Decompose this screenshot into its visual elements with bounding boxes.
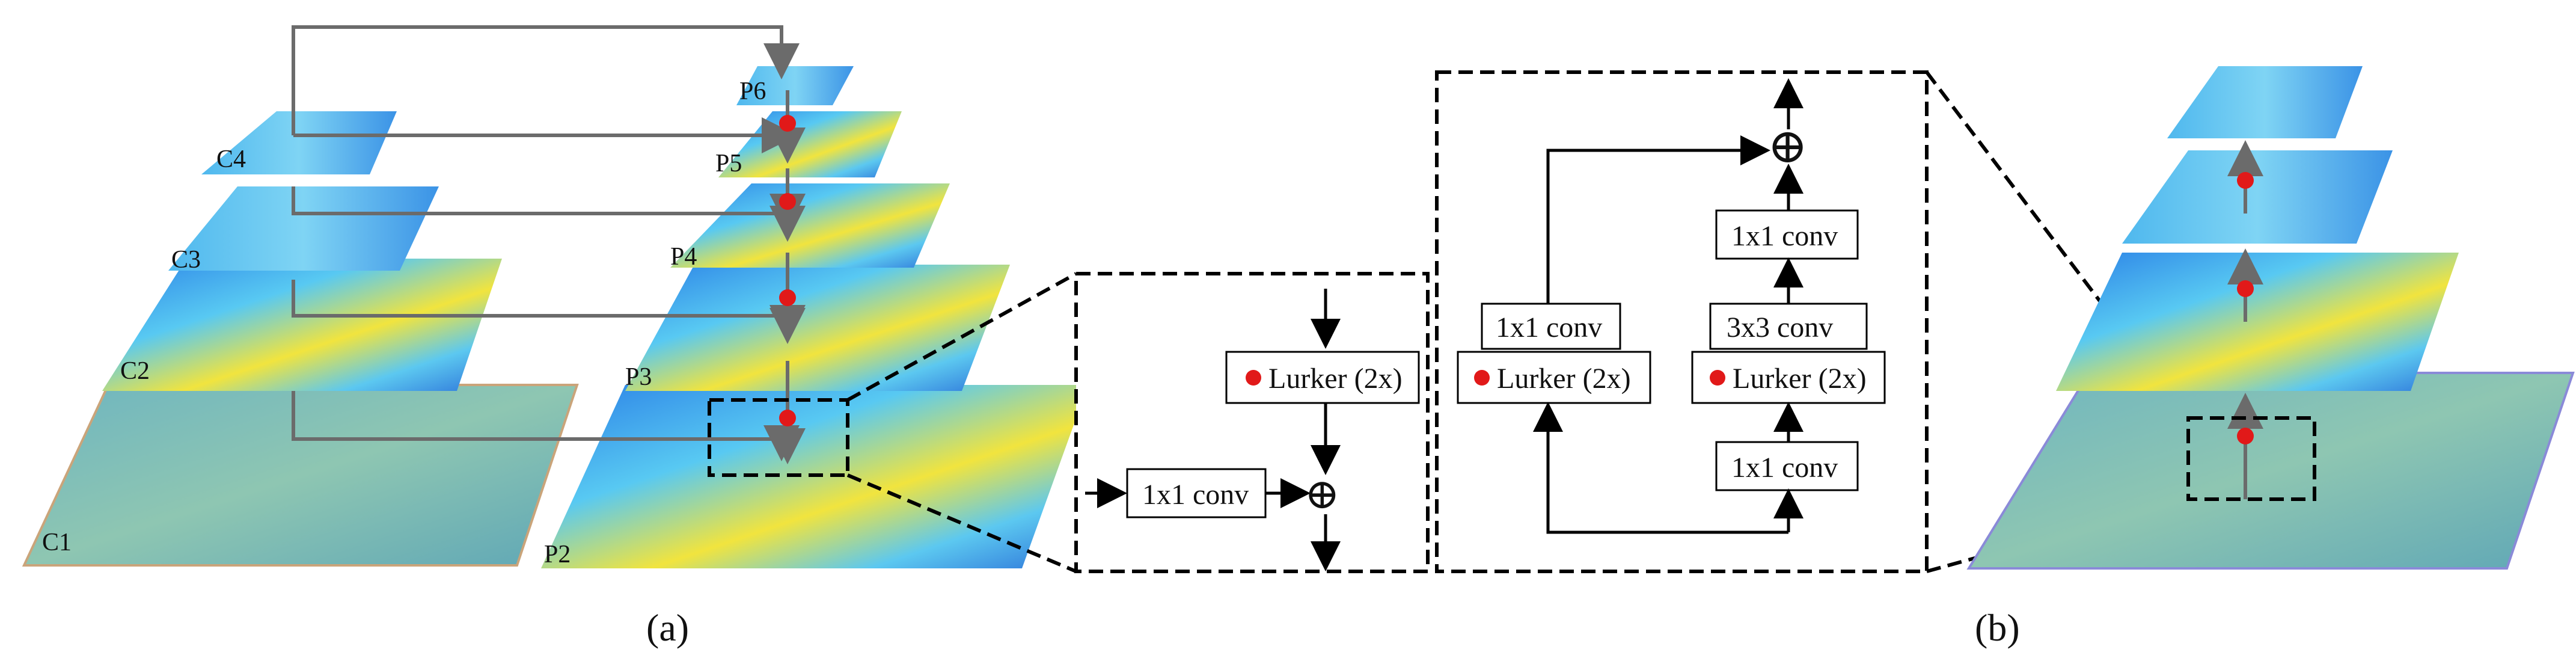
- layer-c3: [168, 186, 439, 271]
- layer-p5: [718, 111, 902, 177]
- label-c1: C1: [42, 529, 72, 556]
- caption-b: (b): [1975, 606, 2020, 649]
- label-p3: P3: [625, 363, 652, 391]
- arrow-skip-left: [1533, 402, 1788, 534]
- b-layer-4: [2167, 66, 2363, 138]
- layer-c2: [102, 259, 502, 391]
- b-lurker-dot-2: [2237, 280, 2254, 297]
- label-c3: C3: [171, 246, 201, 274]
- right-mid-conv-box: [1709, 303, 1868, 350]
- b-layer-1: [1966, 372, 2575, 570]
- b-lurker-dot-3: [2237, 172, 2254, 189]
- lurker-dot-p2: [779, 410, 796, 426]
- right-top-conv-box: [1715, 209, 1859, 260]
- right-lurker-dot: [1710, 370, 1725, 386]
- right-bottom-conv-label: 1x1 conv: [1731, 452, 1838, 484]
- layer-p4: [670, 183, 950, 268]
- b-layer-3: [2122, 150, 2393, 244]
- label-p4: P4: [670, 243, 697, 271]
- lurker-dot-p3: [779, 289, 796, 306]
- detail-sum-symbol: ⊕: [1305, 472, 1340, 518]
- bottom-up-pyramid: C1 C2 C3 C4: [22, 111, 579, 567]
- panel-a-arrows: [292, 25, 806, 464]
- caption-a: (a): [646, 606, 689, 649]
- layer-c1: [22, 384, 579, 567]
- right-mid-conv-label: 3x3 conv: [1727, 312, 1833, 343]
- label-p5: P5: [715, 150, 742, 177]
- left-lurker-box: [1457, 351, 1651, 404]
- detail-lurker-label: Lurker (2x): [1268, 363, 1403, 395]
- detail-lurker-dot: [1246, 370, 1261, 386]
- b-layer-2: [2056, 253, 2459, 391]
- left-conv-box: [1481, 303, 1621, 350]
- detail-box-border: [1074, 272, 1430, 573]
- detail-lurker-box: [1225, 351, 1420, 404]
- lurker-dot-p4: [779, 193, 796, 210]
- right-bottom-conv-box: [1715, 441, 1859, 491]
- label-p2: P2: [544, 541, 571, 568]
- label-p6: P6: [739, 78, 766, 105]
- zoom-line-bottom: [846, 473, 1077, 573]
- detail-conv-label: 1x1 conv: [1142, 479, 1249, 511]
- left-lurker-dot: [1474, 370, 1490, 386]
- right-top-conv-label: 1x1 conv: [1731, 220, 1838, 252]
- panel-b-pyramid: [1966, 66, 2575, 570]
- lurker-dot-p5: [779, 115, 796, 132]
- arrow-c4-to-p6: [292, 25, 800, 135]
- zoom-line-top: [846, 272, 1077, 402]
- label-c4: C4: [216, 146, 246, 173]
- top-down-pyramid: P2 P3 P4 P5 P6: [541, 66, 1088, 568]
- arrow-left-to-sum: [1546, 135, 1770, 304]
- left-conv-label: 1x1 conv: [1496, 312, 1602, 343]
- b-zoom-region: [2186, 416, 2316, 501]
- zoom-line-b-top: [1925, 71, 2190, 419]
- left-lurker-label: Lurker (2x): [1497, 363, 1631, 395]
- layer-c4: [201, 111, 397, 174]
- layer-p3: [625, 265, 1010, 391]
- lurker-module: 1x1 conv Lurker (2x) 1x1 conv 3x3 conv L…: [1435, 70, 1929, 573]
- panel-a-lurker-dots: [779, 115, 796, 426]
- right-lurker-label: Lurker (2x): [1733, 363, 1867, 395]
- fpn-merge-detail: Lurker (2x) 1x1 conv ⊕: [1074, 272, 1430, 573]
- b-lurker-dot-1: [2237, 428, 2254, 444]
- label-c2: C2: [120, 357, 150, 385]
- p2-zoom-region: [708, 398, 849, 477]
